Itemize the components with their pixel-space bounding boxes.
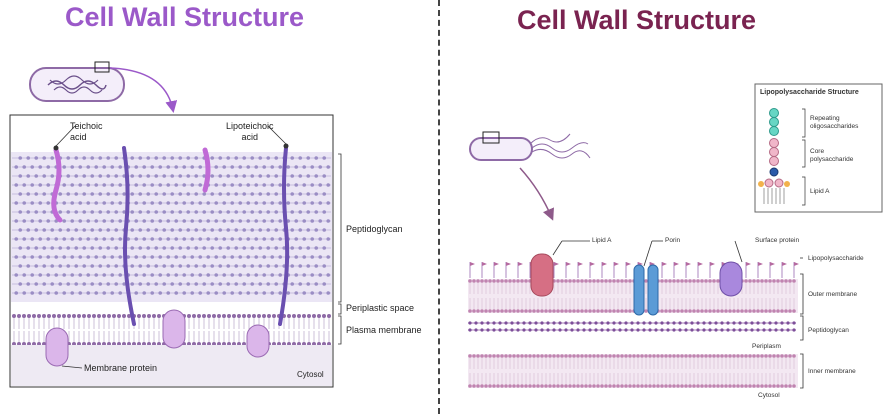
right-peptidoglycan [468, 321, 796, 332]
membrane-protein-1 [45, 327, 69, 367]
lipid-a-protein [530, 253, 554, 297]
lipid-a-label: Lipid A [592, 237, 612, 244]
left-bacterium [29, 61, 125, 102]
lipoteichoic-acid-1 [122, 146, 136, 326]
right-panel [468, 240, 804, 389]
porin-label: Porin [665, 237, 681, 244]
lipoteichoic-acid-label: Lipoteichoic acid [226, 121, 274, 142]
periplastic-space-label: Periplastic space [346, 303, 415, 313]
left-peptidoglycan-layer [12, 156, 331, 295]
core-polysaccharide-label: Core polysaccharide [810, 148, 854, 163]
inner-membrane [468, 354, 798, 388]
inner-membrane-label: Inner membrane [808, 368, 856, 375]
left-cytosol-label: Cytosol [297, 370, 324, 379]
repeating-oligosaccharides-label: Repeating oligosaccharides [810, 115, 859, 130]
membrane-protein-2 [162, 309, 186, 349]
left-title: Cell Wall Structure [65, 2, 305, 32]
left-panel [9, 114, 342, 388]
surface-protein-label: Surface protein [755, 237, 800, 244]
lps-structure-box [754, 83, 883, 213]
right-bacterium [469, 131, 591, 161]
lipopolysaccharide-label: Lipopolysaccharide [808, 255, 864, 262]
outer-membrane-label: Outer membrane [808, 291, 858, 298]
outer-membrane [468, 279, 798, 313]
lps-lipid-a-label: Lipid A [810, 188, 830, 195]
porin-right [647, 264, 659, 316]
plasma-membrane-label: Plasma membrane [346, 325, 422, 335]
teichoic-acid-2 [202, 147, 211, 193]
lipoteichoic-acid-2 [278, 146, 290, 326]
surface-protein [719, 261, 743, 297]
lps-structure-title: Lipopolysaccharide Structure [760, 89, 859, 96]
right-title: Cell Wall Structure [517, 5, 757, 35]
right-cytosol-label: Cytosol [758, 392, 780, 399]
right-zoom-arrow [519, 167, 554, 221]
periplasm-label: Periplasm [752, 343, 781, 350]
membrane-protein-label: Membrane protein [84, 363, 158, 373]
center-divider [438, 0, 440, 414]
right-peptidoglycan-label: Peptidoglycan [808, 327, 849, 334]
membrane-protein-3 [246, 324, 270, 358]
left-zoom-arrow [109, 67, 178, 113]
peptidoglycan-label: Peptidoglycan [346, 224, 403, 234]
teichoic-acid-1 [51, 147, 63, 223]
porin-left [633, 264, 645, 316]
teichoic-acid-label: Teichoic acid [70, 121, 103, 142]
